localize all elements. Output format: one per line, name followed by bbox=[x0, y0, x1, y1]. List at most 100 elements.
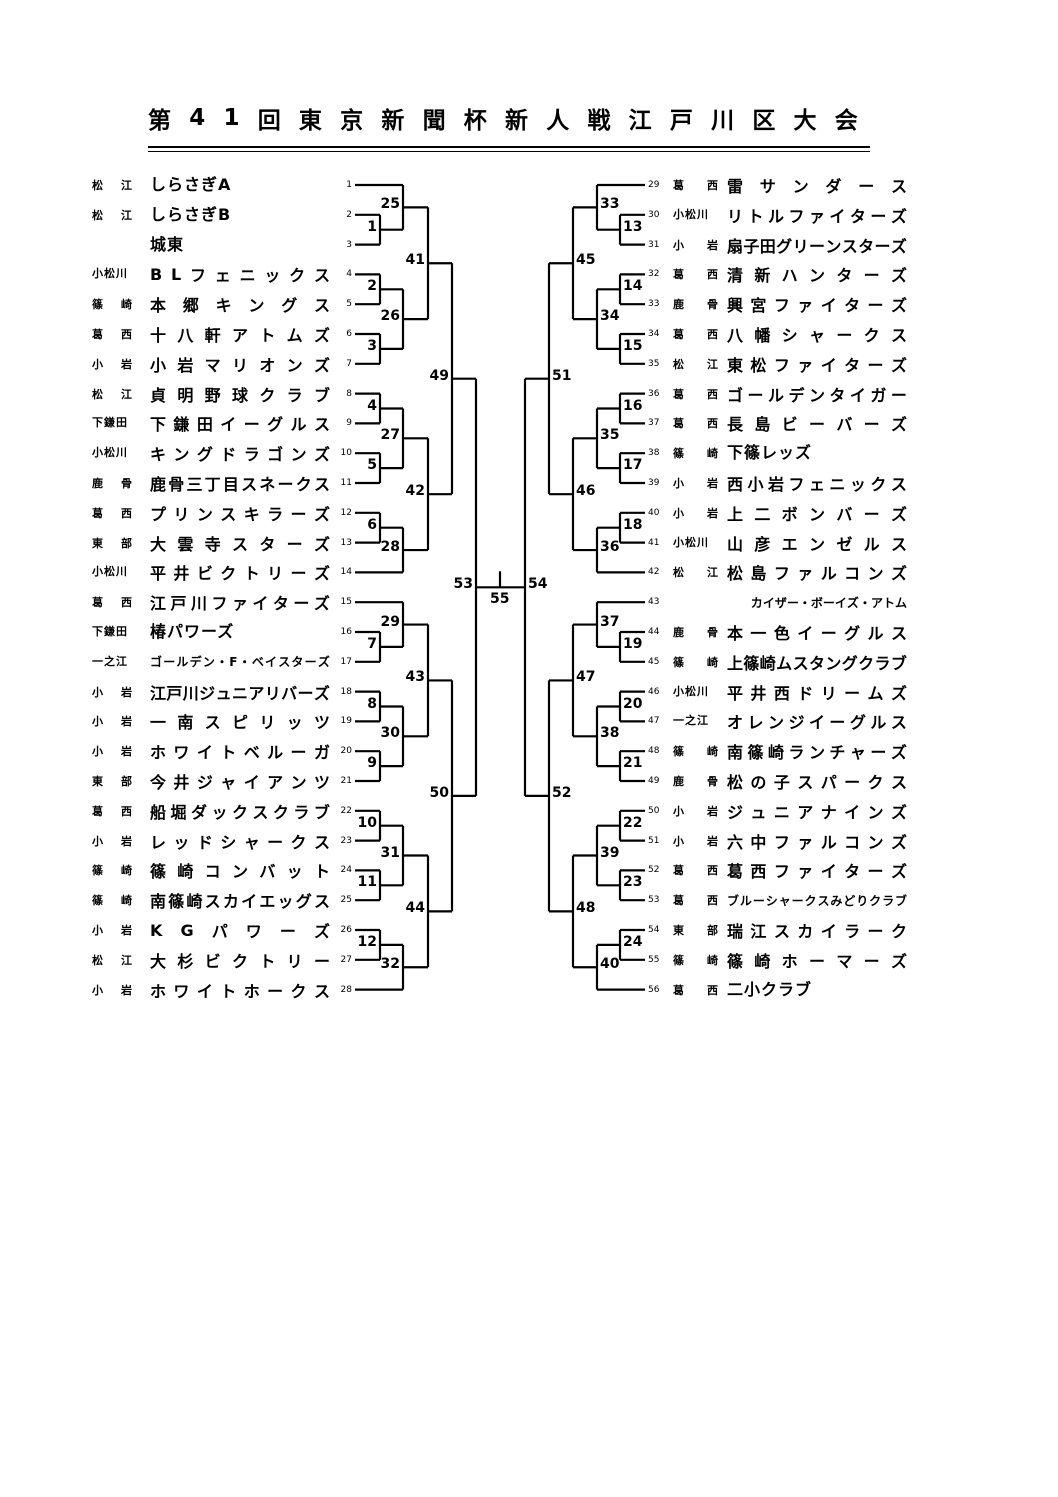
team-district: 松江 bbox=[92, 950, 132, 970]
char: 川 bbox=[182, 683, 199, 703]
team-district: 小岩 bbox=[92, 920, 132, 940]
char: タ bbox=[858, 236, 875, 256]
team-name: 下篠レッズ bbox=[727, 443, 813, 463]
team-district: 東部 bbox=[92, 771, 132, 791]
char: ど bbox=[843, 893, 856, 908]
char: ー bbox=[808, 236, 825, 256]
seed-number: 56 bbox=[648, 984, 660, 995]
char: 八 bbox=[177, 326, 194, 345]
team-district: 葛西 bbox=[673, 264, 718, 284]
char: イ bbox=[762, 595, 775, 610]
char: ズ bbox=[890, 832, 907, 852]
char: フ bbox=[189, 266, 206, 286]
team-name: 江戸川ファイターズ bbox=[150, 592, 330, 614]
char: ン bbox=[290, 445, 307, 465]
team-district: 葛西 bbox=[673, 324, 718, 344]
char: デ bbox=[189, 655, 202, 670]
match-number: 2 bbox=[367, 278, 377, 295]
char: 松 bbox=[92, 208, 103, 222]
char: 鹿 bbox=[92, 477, 103, 490]
char: ル bbox=[820, 564, 837, 584]
char: 新 bbox=[381, 108, 405, 134]
team-district: 葛西 bbox=[92, 592, 132, 612]
seed-number: 14 bbox=[340, 567, 352, 578]
char: 子 bbox=[773, 773, 790, 792]
char: 杯 bbox=[463, 108, 487, 134]
char: イ bbox=[829, 206, 846, 226]
char: ー bbox=[867, 922, 884, 941]
char: み bbox=[830, 893, 843, 908]
seed-number: 46 bbox=[648, 686, 660, 697]
char: ジ bbox=[199, 683, 216, 703]
char: コ bbox=[204, 862, 221, 882]
char: 江 bbox=[750, 922, 767, 941]
char: ク bbox=[804, 893, 817, 908]
match-number: 25 bbox=[380, 196, 400, 213]
char: 岩 bbox=[707, 804, 718, 818]
char: ム bbox=[894, 595, 907, 610]
team-district: 葛西 bbox=[673, 413, 718, 433]
char: ス bbox=[841, 236, 858, 256]
char: イ bbox=[196, 743, 213, 763]
seed-number: 45 bbox=[648, 656, 660, 667]
team-district: 東部 bbox=[673, 920, 718, 940]
match-number: 30 bbox=[380, 725, 400, 742]
char: フ bbox=[211, 594, 228, 614]
char: 西 bbox=[707, 983, 718, 997]
match-number: 16 bbox=[623, 397, 643, 414]
char: ク bbox=[890, 922, 907, 941]
char: ナ bbox=[820, 802, 837, 822]
char: 本 bbox=[727, 624, 744, 643]
team-district: 下鎌田 bbox=[92, 416, 128, 430]
match-number: 31 bbox=[380, 844, 400, 861]
char: タ bbox=[849, 206, 866, 226]
team-name: 篠崎コンバット bbox=[150, 860, 330, 882]
team-name: 篠崎ホーマーズ bbox=[727, 950, 907, 971]
match-number: 8 bbox=[367, 695, 377, 712]
match-number: 10 bbox=[357, 814, 377, 831]
char: イ bbox=[820, 922, 837, 941]
match-number: 6 bbox=[367, 516, 377, 533]
char: 葛 bbox=[673, 894, 684, 908]
char: ク bbox=[231, 951, 248, 971]
char: オ bbox=[727, 713, 744, 733]
char: ア bbox=[248, 683, 265, 703]
seed-number: 21 bbox=[340, 776, 352, 786]
char: ズ bbox=[313, 564, 330, 584]
char: ム bbox=[286, 326, 303, 345]
char: ッ bbox=[849, 475, 866, 494]
char: ズ bbox=[313, 534, 330, 554]
char: ズ bbox=[890, 802, 907, 822]
char: ー bbox=[267, 981, 284, 1001]
char: ダ bbox=[825, 177, 842, 196]
char: ワ bbox=[245, 922, 262, 941]
char: ズ bbox=[890, 862, 907, 882]
char: ン bbox=[231, 862, 248, 882]
team-name: ブルーシャークスみどりクラブ bbox=[727, 890, 907, 910]
char: 島 bbox=[754, 415, 771, 435]
char: 江 bbox=[707, 566, 718, 580]
team-name: 松島ファルコンズ bbox=[727, 562, 907, 584]
match-number: 26 bbox=[380, 308, 400, 325]
match-number: 15 bbox=[623, 337, 643, 354]
char: ン bbox=[808, 743, 825, 763]
char: 江 bbox=[628, 108, 652, 134]
char: ャ bbox=[849, 743, 866, 763]
team-district: 松江 bbox=[92, 175, 132, 195]
char: ッ bbox=[286, 862, 303, 882]
char: フ bbox=[773, 832, 790, 852]
team-name: 一南スピリッツ bbox=[150, 711, 330, 732]
char: 鹿 bbox=[673, 775, 684, 788]
char: ー bbox=[286, 534, 303, 554]
char: ル bbox=[870, 713, 887, 733]
char: ン bbox=[867, 802, 884, 822]
match-number: 22 bbox=[623, 814, 643, 831]
char: イ bbox=[196, 981, 213, 1001]
char: ュ bbox=[215, 683, 232, 703]
char: ル bbox=[867, 624, 884, 643]
char: ス bbox=[313, 475, 330, 494]
char: 崎 bbox=[707, 953, 718, 967]
char: 葛 bbox=[673, 864, 684, 878]
seed-number: 52 bbox=[648, 865, 660, 876]
char: 西 bbox=[707, 179, 718, 192]
